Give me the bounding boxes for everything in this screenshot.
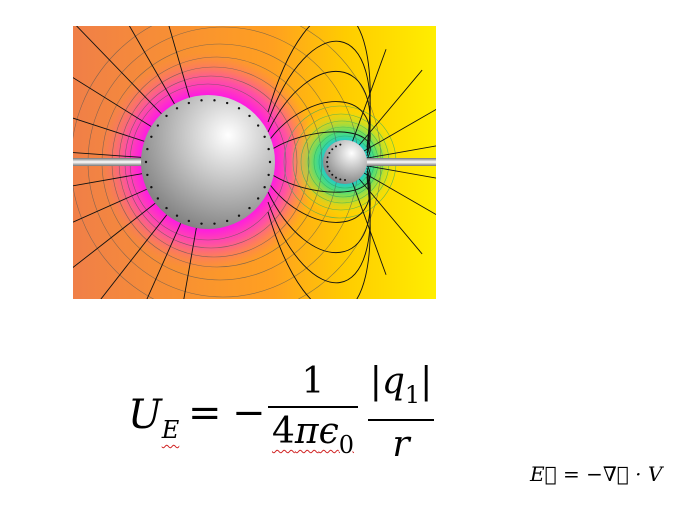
charge-dot: [144, 160, 148, 164]
charge-dot: [146, 173, 149, 177]
charge-dot: [335, 176, 337, 179]
field-line: [76, 26, 162, 115]
charge-dot: [339, 178, 342, 181]
charge-dot: [344, 179, 346, 181]
charge-dot: [213, 99, 216, 102]
field-line: [267, 26, 371, 148]
charge-dot: [237, 214, 241, 217]
field-line: [128, 26, 175, 105]
charge-dot: [213, 222, 216, 225]
fraction-charge: |q1| r: [368, 360, 434, 467]
charge-dot: [150, 186, 153, 189]
fraction-bar: [268, 406, 358, 408]
numerator: 1: [301, 361, 325, 402]
lhs-subscript: E: [161, 416, 180, 444]
charge-dot: [326, 161, 328, 163]
charge-dot: [267, 173, 270, 177]
charge-dot: [248, 206, 251, 210]
charge-dot: [187, 101, 191, 105]
potential-energy-equation: UE = − 1 4πϵ0 |q1| r: [128, 360, 448, 470]
charge-dot: [248, 114, 251, 118]
charge-magnitude: |q1|: [369, 361, 433, 409]
charge-dot: [175, 214, 179, 217]
field-line: [267, 40, 371, 151]
right-rod: [363, 158, 436, 166]
field-line: [358, 178, 423, 255]
field-line: [168, 26, 190, 98]
charge-dot: [165, 114, 168, 118]
charge-dot: [268, 160, 272, 164]
field-line: [73, 173, 143, 187]
charge-dot: [237, 107, 241, 110]
field-line: [352, 182, 387, 275]
charge-dot: [256, 124, 260, 127]
minus-sign: −: [232, 390, 266, 436]
charge-dot: [328, 152, 331, 154]
charge-dot: [175, 107, 179, 110]
field-line: [183, 227, 197, 299]
field-line: [358, 69, 423, 146]
left-sphere: [141, 95, 275, 229]
charge-dot: [267, 147, 270, 151]
charge-dot: [146, 147, 149, 151]
field-line: [146, 223, 182, 299]
charge-dot: [326, 156, 329, 159]
field-line: [267, 131, 371, 160]
charge-dot: [150, 135, 153, 138]
surface-charges: [144, 99, 346, 225]
charge-dot: [225, 101, 229, 105]
right-sphere: [323, 140, 367, 184]
charge-dot: [331, 148, 334, 151]
field-line: [352, 49, 387, 142]
field-line: [73, 202, 156, 269]
fraction-bar-2: [368, 419, 434, 421]
field-line: [363, 172, 436, 216]
field-line: [267, 101, 371, 157]
charge-dot: [263, 135, 266, 138]
lhs-symbol: U: [128, 392, 162, 438]
distance: r: [392, 424, 410, 465]
left-rod: [73, 158, 145, 166]
charge-dot: [256, 197, 260, 200]
field-line: [267, 164, 371, 193]
field-line: [267, 176, 371, 299]
field-line: [73, 77, 152, 127]
field-line: [73, 152, 142, 158]
charge-dot: [225, 219, 229, 223]
charge-dot: [156, 124, 160, 127]
gradient-equation: E⃗ = −∇⃗ · V: [530, 462, 663, 486]
charge-dot: [326, 165, 329, 168]
charge-dot: [156, 197, 160, 200]
charge-dot: [200, 222, 203, 225]
field-line: [73, 188, 147, 223]
field-lines: [73, 26, 436, 299]
field-line: [366, 165, 436, 179]
charge-dot: [339, 143, 342, 146]
field-line: [100, 214, 168, 299]
field-line: [267, 70, 371, 154]
field-line: [363, 108, 436, 152]
charge-dot: [165, 206, 168, 210]
charge-dot: [200, 99, 203, 102]
denominator: 4πϵ0: [271, 411, 355, 459]
electric-field-figure: [73, 26, 436, 299]
fraction-constant: 1 4πϵ0: [268, 360, 358, 467]
charge-dot: [335, 145, 337, 148]
field-line: [366, 145, 436, 159]
charge-dot: [331, 173, 334, 176]
field-line: [73, 117, 145, 142]
charge-dot: [187, 219, 191, 223]
charge-dot: [263, 186, 266, 189]
equals-sign: =: [188, 390, 222, 436]
charge-dot: [328, 170, 331, 172]
